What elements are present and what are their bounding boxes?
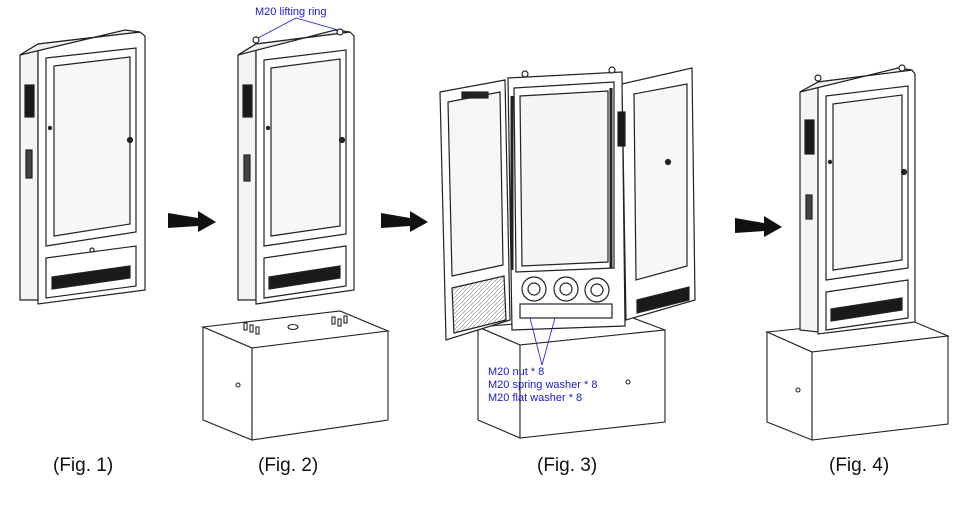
fig3-kiosk-open — [439, 66, 696, 341]
arrow-right-icon — [381, 211, 428, 232]
fig2-base — [200, 310, 391, 441]
flat-washer-label: M20 flat washer * 8 — [488, 392, 583, 404]
spring-washer-label: M20 spring washer * 8 — [488, 379, 598, 391]
fig4-base — [764, 317, 951, 441]
fig2-kiosk — [237, 28, 355, 305]
fig4-kiosk — [799, 64, 916, 335]
fig4-caption: (Fig. 4) — [829, 455, 890, 476]
fig2-caption: (Fig. 2) — [258, 455, 319, 476]
nut-label: M20 nut * 8 — [488, 366, 545, 378]
fig1-caption: (Fig. 1) — [53, 455, 114, 476]
arrow-right-icon — [168, 211, 216, 232]
fig1-kiosk — [19, 29, 146, 305]
fig3-caption: (Fig. 3) — [537, 455, 598, 476]
lifting-ring-leaders — [257, 17, 339, 39]
arrow-right-icon — [735, 216, 782, 237]
fasteners-leaders — [529, 317, 556, 366]
lifting-ring-label: M20 lifting ring — [255, 6, 327, 18]
